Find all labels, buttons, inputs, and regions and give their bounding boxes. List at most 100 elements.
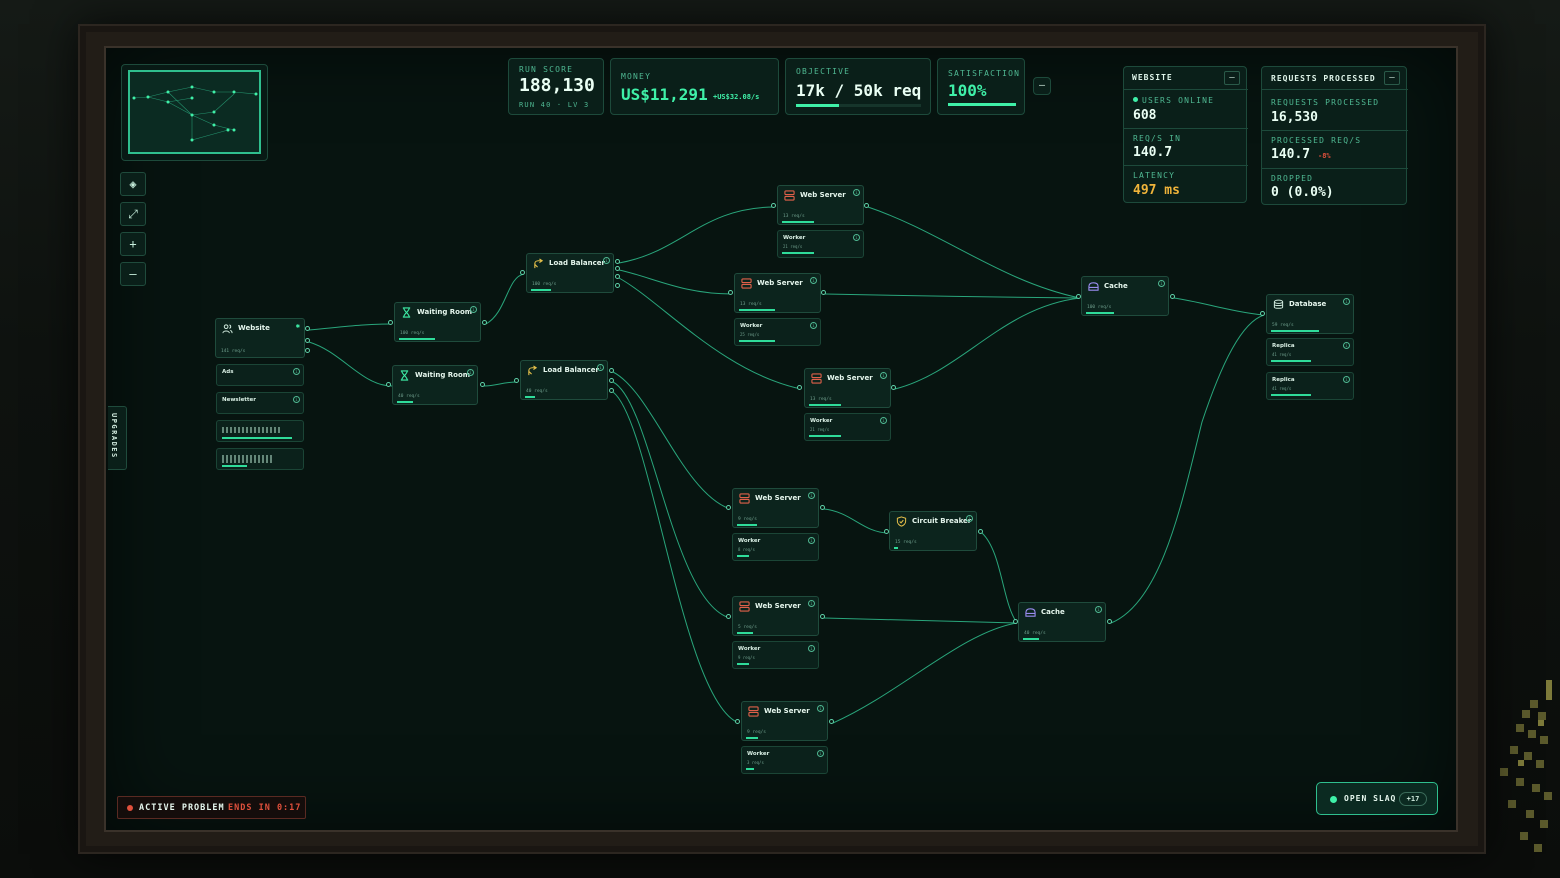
web-server-node-5-worker[interactable]: Worker i 9 req/s (732, 641, 819, 669)
web-server-node-1[interactable]: Web Server i 13 req/s (777, 185, 864, 225)
connection-port[interactable] (727, 289, 733, 295)
web-server-node-4[interactable]: Web Server i 9 req/s (732, 488, 819, 528)
open-slaq-button[interactable]: OPEN SLAQ +17 (1316, 782, 1438, 815)
info-icon[interactable]: i (293, 396, 300, 403)
connection-port[interactable] (770, 202, 776, 208)
web-server-node-6-worker[interactable]: Worker i 3 req/s (741, 746, 828, 774)
connection-port[interactable] (819, 504, 825, 510)
connection-port[interactable] (1169, 293, 1175, 299)
replica-node-2[interactable]: Replica i 41 req/s (1266, 372, 1354, 400)
info-icon[interactable]: i (603, 257, 610, 264)
connection-port[interactable] (828, 718, 834, 724)
info-icon[interactable]: i (1343, 376, 1350, 383)
info-icon[interactable]: i (817, 750, 824, 757)
requests-panel-collapse-button[interactable]: – (1384, 71, 1400, 85)
website-panel-collapse-button[interactable]: – (1224, 71, 1240, 85)
connection-port[interactable] (734, 718, 740, 724)
load-balancer-node-2[interactable]: Load Balancer i 40 req/s (520, 360, 608, 400)
locked-source-slot[interactable] (216, 420, 304, 442)
web-server-node-3[interactable]: Web Server i 13 req/s (804, 368, 891, 408)
connection-port[interactable] (1259, 310, 1265, 316)
info-icon[interactable]: i (808, 537, 815, 544)
server-icon (739, 601, 750, 612)
zoom-out-button[interactable]: – (120, 262, 146, 286)
connection-port[interactable] (385, 381, 391, 387)
info-icon[interactable]: i (853, 234, 860, 241)
web-server-node-2[interactable]: Web Server i 13 req/s (734, 273, 821, 313)
connection-port[interactable] (304, 325, 310, 331)
hourglass-icon (401, 307, 412, 318)
database-node[interactable]: Database i 59 req/s (1266, 294, 1354, 334)
load-balancer-node-1[interactable]: Load Balancer i 100 req/s (526, 253, 614, 293)
info-icon[interactable]: i (1343, 342, 1350, 349)
connection-port[interactable] (614, 273, 620, 279)
info-icon[interactable]: i (808, 600, 815, 607)
info-icon[interactable]: i (817, 705, 824, 712)
connection-port[interactable] (725, 613, 731, 619)
recenter-button[interactable]: ◈ (120, 172, 146, 196)
info-icon[interactable]: i (1095, 606, 1102, 613)
info-icon[interactable]: i (470, 306, 477, 313)
replica-node-1[interactable]: Replica i 41 req/s (1266, 338, 1354, 366)
circuit-breaker-node[interactable]: Circuit Breaker i 15 req/s (889, 511, 977, 551)
connection-port[interactable] (608, 377, 614, 383)
cache-node-2[interactable]: Cache i 40 req/s (1018, 602, 1106, 642)
info-icon[interactable]: i (597, 364, 604, 371)
locked-source-slot[interactable] (216, 448, 304, 470)
minimap-graph (132, 85, 258, 142)
connection-port[interactable] (796, 384, 802, 390)
connection-port[interactable] (481, 319, 487, 325)
connection-port[interactable] (614, 265, 620, 271)
connection-port[interactable] (513, 377, 519, 383)
connection-port[interactable] (608, 387, 614, 393)
fit-view-button[interactable]: ⤢ (120, 202, 146, 226)
connection-port[interactable] (1106, 618, 1112, 624)
hud-collapse-button[interactable]: – (1033, 77, 1051, 95)
info-icon[interactable]: i (808, 492, 815, 499)
zoom-in-button[interactable]: + (120, 232, 146, 256)
active-problem-banner[interactable]: ACTIVE PROBLEM ENDS IN 0:17 (117, 796, 306, 819)
upgrades-tab[interactable]: UPGRADES (108, 406, 127, 470)
connection-port[interactable] (387, 319, 393, 325)
info-icon[interactable]: i (467, 369, 474, 376)
info-icon[interactable]: i (293, 368, 300, 375)
web-server-node-4-worker[interactable]: Worker i 8 req/s (732, 533, 819, 561)
info-icon[interactable]: i (810, 322, 817, 329)
web-server-node-6[interactable]: Web Server i 9 req/s (741, 701, 828, 741)
website-node[interactable]: Website 141 req/s ✱ (215, 318, 305, 358)
connection-port[interactable] (614, 258, 620, 264)
connection-port[interactable] (1075, 293, 1081, 299)
connection-port[interactable] (1012, 618, 1018, 624)
info-icon[interactable]: i (853, 189, 860, 196)
info-icon[interactable]: i (1158, 280, 1165, 287)
connection-port[interactable] (819, 613, 825, 619)
connection-port[interactable] (863, 202, 869, 208)
web-server-node-3-worker[interactable]: Worker i 21 req/s (804, 413, 891, 441)
info-icon[interactable]: i (966, 515, 973, 522)
info-icon[interactable]: i (1343, 298, 1350, 305)
connection-port[interactable] (304, 347, 310, 353)
info-icon[interactable]: i (810, 277, 817, 284)
connection-port[interactable] (890, 384, 896, 390)
minimap[interactable] (121, 64, 268, 161)
connection-port[interactable] (883, 528, 889, 534)
connection-port[interactable] (614, 282, 620, 288)
connection-port[interactable] (304, 337, 310, 343)
info-icon[interactable]: i (808, 645, 815, 652)
web-server-node-2-worker[interactable]: Worker i 25 req/s (734, 318, 821, 346)
connection-port[interactable] (977, 528, 983, 534)
waiting-room-node-1[interactable]: Waiting Room i 100 req/s (394, 302, 481, 342)
waiting-room-node-2[interactable]: Waiting Room i 40 req/s (392, 365, 478, 405)
connection-port[interactable] (519, 269, 525, 275)
connection-port[interactable] (725, 504, 731, 510)
connection-port[interactable] (820, 289, 826, 295)
web-server-node-5[interactable]: Web Server i 5 req/s (732, 596, 819, 636)
connection-port[interactable] (479, 381, 485, 387)
cache-node-1[interactable]: Cache i 100 req/s (1081, 276, 1169, 316)
web-server-node-1-worker[interactable]: Worker i 21 req/s (777, 230, 864, 258)
connection-port[interactable] (608, 367, 614, 373)
info-icon[interactable]: i (880, 372, 887, 379)
info-icon[interactable]: i (880, 417, 887, 424)
